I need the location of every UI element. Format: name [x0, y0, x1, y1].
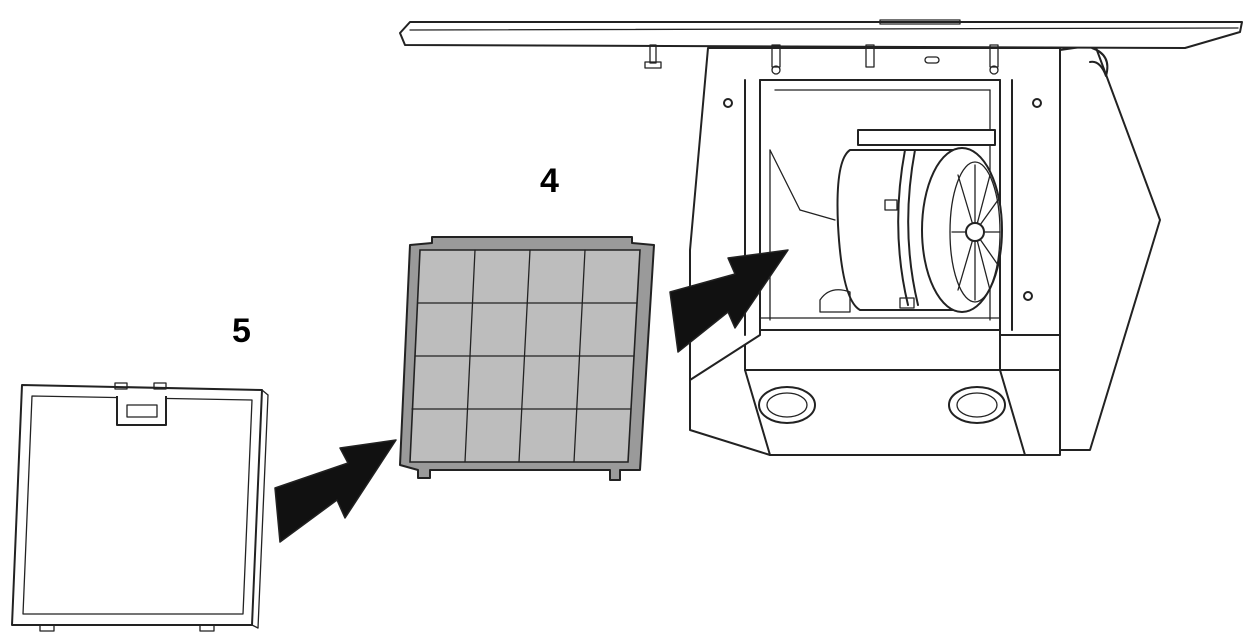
carbon-filter — [399, 236, 655, 481]
grease-filter-handle — [116, 396, 167, 426]
blower-motor — [819, 129, 1003, 313]
hood-glass-top — [399, 21, 1243, 49]
arrow-grease-to-carbon-icon — [274, 439, 397, 543]
insertion-arrows — [274, 249, 789, 543]
step-label-4: 4 — [540, 162, 559, 200]
grease-filter — [11, 382, 269, 632]
arrow-carbon-to-hood-icon — [669, 249, 789, 353]
hood-side-panel — [1059, 44, 1161, 451]
cooker-hood — [399, 19, 1243, 456]
carbon-filter-grid — [411, 249, 638, 463]
step-label-5: 5 — [232, 312, 251, 350]
